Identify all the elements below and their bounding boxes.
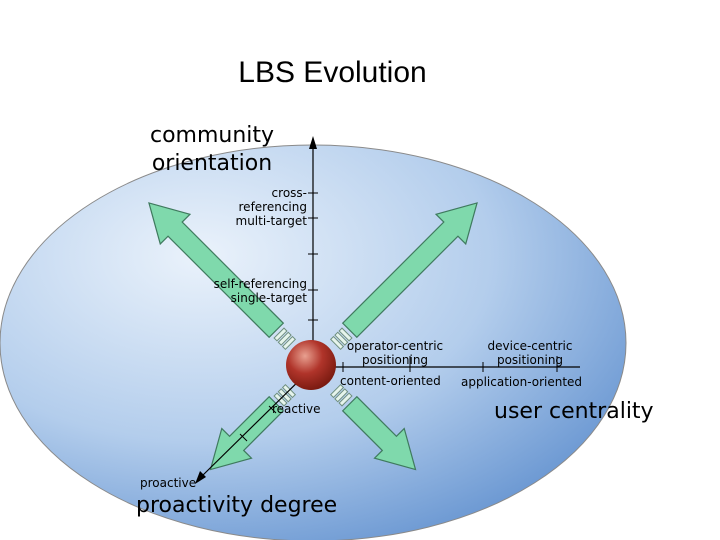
axis-ticks: [239, 192, 558, 442]
diagram-title: LBS Evolution: [238, 56, 427, 89]
application-oriented-tick: application-oriented: [461, 375, 583, 389]
proactivity-axis-line: [200, 366, 314, 478]
self-referencing-tick: self-referencing single-target: [213, 277, 307, 305]
axes: [200, 148, 580, 478]
device-centric-tick: device-centric positioning: [487, 339, 573, 367]
arrow-down-left: [209, 395, 285, 471]
arrow-up-left: [148, 202, 285, 339]
proactive-tick: proactive: [140, 476, 197, 490]
center-sphere: [286, 340, 336, 390]
proactivity-degree-label: proactivity degree: [136, 493, 338, 518]
operator-centric-tick: operator-centric positioning: [346, 339, 444, 367]
cross-referencing-tick: cross- referencing multi-target: [235, 186, 307, 228]
center-dash-segments: [273, 327, 353, 407]
community-axis-arrowhead: [309, 136, 317, 149]
proactivity-axis-arrowhead: [195, 471, 206, 484]
community-label-line-1: community: [149, 123, 275, 148]
content-oriented-tick: content-oriented: [340, 374, 441, 388]
reactive-tick: reactive: [272, 402, 321, 416]
arrow-up-right: [341, 202, 478, 339]
arrow-down-right: [341, 395, 417, 471]
community-orientation-label: community orientation: [132, 122, 292, 178]
user-centrality-label: user centrality: [494, 399, 654, 424]
community-label-line-2: orientation: [151, 151, 273, 176]
